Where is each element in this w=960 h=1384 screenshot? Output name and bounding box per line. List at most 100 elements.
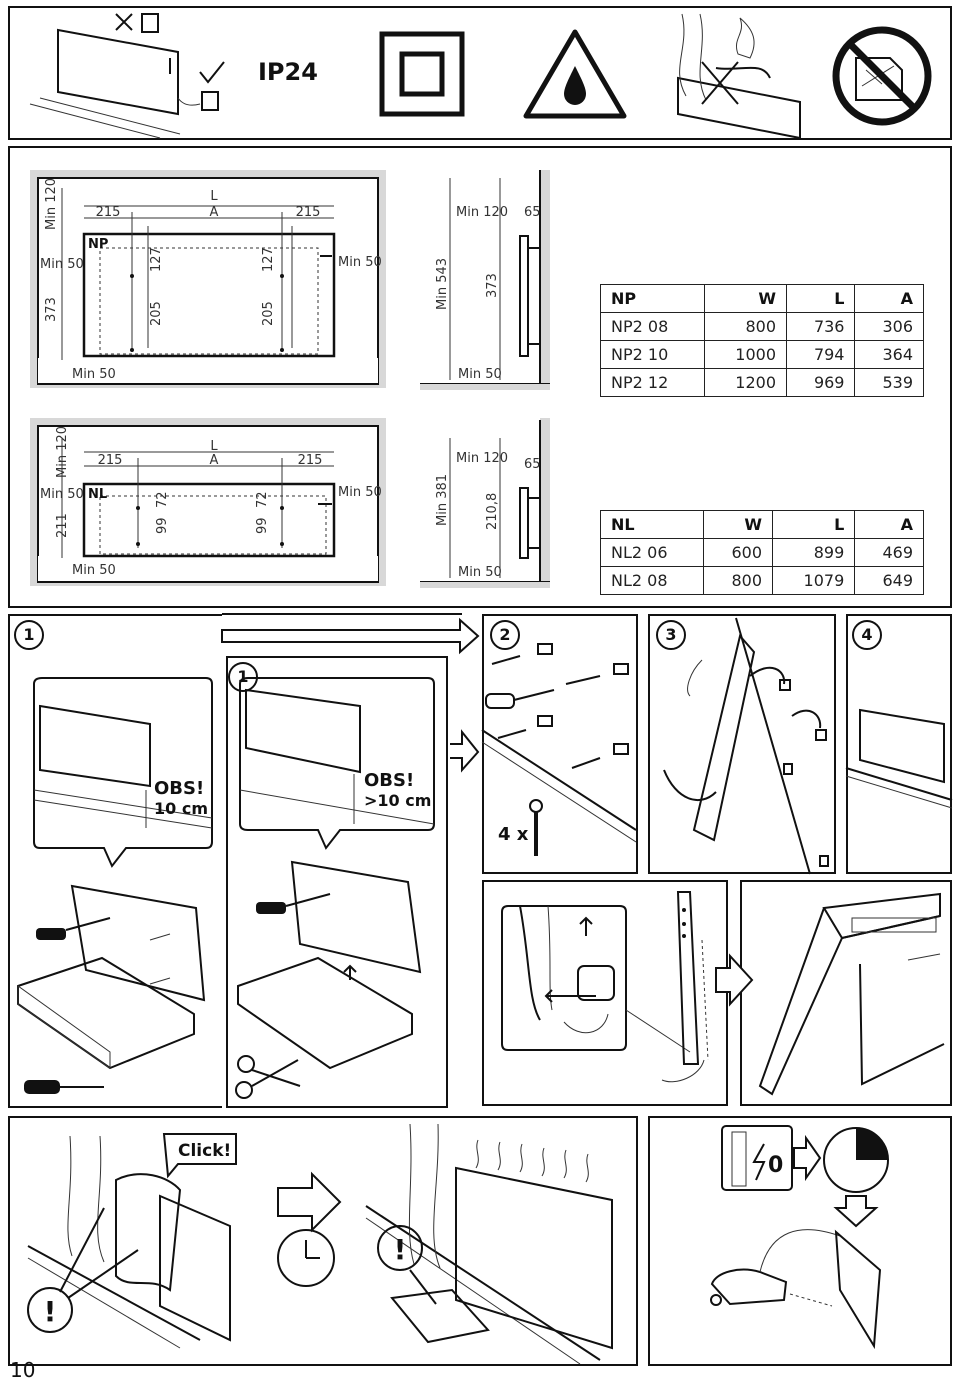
np-cell: NP2 12	[600, 368, 705, 397]
np-height: 373	[44, 297, 59, 322]
nl-side-min-total: Min 381	[435, 474, 450, 526]
header-graphics: IP24	[29, 13, 932, 140]
step-3-number: 3	[656, 620, 686, 650]
nl-dim-side-left: 215	[98, 453, 123, 468]
np-front-drawing: L A 215 215 Min 120 Min 50 Min 50 Min 50…	[30, 170, 386, 388]
np-header-l: L	[785, 284, 856, 313]
np-cell: 969	[785, 368, 856, 397]
step-3-panel	[648, 614, 836, 874]
nl-cell: 899	[772, 538, 856, 567]
page-number: 10	[10, 1358, 36, 1382]
nl-table-header: NL W L A	[599, 510, 924, 539]
np-side-drawing: Min 543 Min 120 65 373 Min 50	[420, 170, 550, 390]
step-1b-panel	[226, 656, 448, 1108]
no-covering-illustration	[677, 13, 801, 140]
np-cell: 1200	[703, 368, 788, 397]
np-cell: 364	[854, 340, 924, 369]
np-min-left: Min 50	[40, 257, 84, 272]
nl-min-bottom: Min 50	[72, 563, 116, 578]
np-dim-A: A	[210, 205, 219, 220]
nl-header-w: W	[703, 510, 774, 539]
step-4-panel	[846, 614, 952, 874]
np-min-bottom: Min 50	[72, 367, 116, 382]
np-cell: NP2 08	[600, 312, 705, 341]
np-cell: 800	[703, 312, 788, 341]
detach-heater-panel	[482, 880, 728, 1106]
nl-side-height: 210,8	[485, 493, 500, 530]
dimensions-graphics: L A 215 215 Min 120 Min 50 Min 50 Min 50…	[30, 170, 550, 588]
np-cell: 736	[785, 312, 856, 341]
nl-header-a: A	[854, 510, 924, 539]
no-cover-panel	[8, 1116, 638, 1366]
np-cell: 794	[785, 340, 856, 369]
step-1b-number: 1	[228, 662, 258, 692]
nl-upper: 72	[155, 491, 170, 508]
nl-header-l: L	[772, 510, 856, 539]
cleaning-panel	[648, 1116, 952, 1366]
nl-cell: 800	[703, 566, 774, 595]
step-1-panel	[8, 614, 222, 1108]
np-side-depth: 65	[524, 205, 541, 220]
np-side-min-top: Min 120	[456, 205, 508, 220]
np-dim-side-left: 215	[96, 205, 121, 220]
nl-front-drawing: L A 215 215 Min 120 Min 50 Min 50 Min 50…	[30, 418, 386, 586]
step-4-number: 4	[852, 620, 882, 650]
nl-cell: NL2 06	[599, 538, 705, 567]
nl-cell: 1079	[772, 566, 856, 595]
np-dim-side-right: 215	[296, 205, 321, 220]
np-label: NP	[88, 237, 108, 252]
np-header-w: W	[703, 284, 788, 313]
step-2-panel	[482, 614, 638, 874]
nl-lower: 99	[155, 517, 170, 534]
np-dim-L: L	[210, 189, 218, 204]
np-header-model: NP	[600, 284, 705, 313]
water-warning-icon	[523, 29, 627, 119]
np-cell: NP2 10	[600, 340, 705, 369]
nl-side-drawing: Min 381 Min 120 65 210,8 Min 50	[420, 418, 550, 588]
np-side-min-total: Min 543	[435, 258, 450, 310]
nl-upper-right: 72	[255, 491, 270, 508]
np-side-height: 373	[485, 273, 500, 298]
np-table-header: NP W L A	[600, 284, 924, 313]
no-cover-document-icon	[832, 26, 932, 126]
np-lower-right: 205	[261, 301, 276, 326]
step-2-number: 2	[490, 620, 520, 650]
nl-dim-side-right: 215	[298, 453, 323, 468]
nl-min-top: Min 120	[55, 426, 70, 478]
double-insulation-icon	[379, 31, 465, 117]
floor-stand-panel	[740, 880, 952, 1106]
nl-dim-A: A	[210, 453, 219, 468]
nl-header-model: NL	[599, 510, 705, 539]
np-lower: 205	[149, 301, 164, 326]
np-cell: 306	[854, 312, 924, 341]
np-min-top: Min 120	[44, 178, 59, 230]
ip-rating: IP24	[258, 58, 318, 86]
np-cell: 1000	[703, 340, 788, 369]
np-cell: 539	[854, 368, 924, 397]
nl-cell: 469	[854, 538, 924, 567]
nl-side-min-bottom: Min 50	[458, 565, 502, 580]
nl-cell: 600	[703, 538, 774, 567]
nl-min-right: Min 50	[338, 485, 382, 500]
np-min-right: Min 50	[338, 255, 382, 270]
np-header-a: A	[854, 284, 924, 313]
nl-side-depth: 65	[524, 457, 541, 472]
nl-cell: NL2 08	[599, 566, 705, 595]
nl-min-left: Min 50	[40, 487, 84, 502]
np-upper: 127	[149, 247, 164, 272]
np-upper-right: 127	[261, 247, 276, 272]
heater-socket-illustration	[29, 13, 225, 139]
nl-label: NL	[88, 487, 107, 502]
nl-lower-right: 99	[255, 517, 270, 534]
np-side-min-bottom: Min 50	[458, 367, 502, 382]
nl-cell: 649	[854, 566, 924, 595]
header-panel: IP24	[8, 6, 952, 140]
nl-side-min-top: Min 120	[456, 451, 508, 466]
